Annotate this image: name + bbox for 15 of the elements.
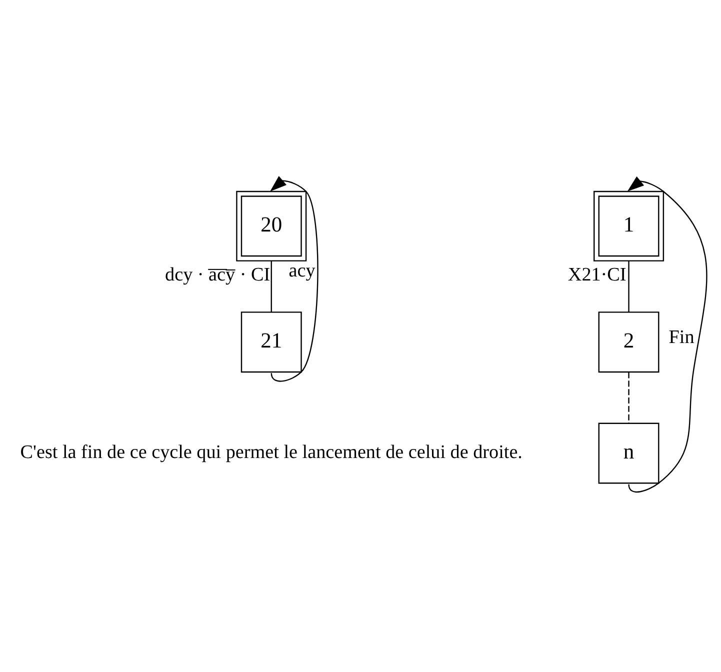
arrow [627, 176, 708, 492]
label: C'est la fin de ce cycle qui permet le lancement de celui de droite. [20, 441, 522, 462]
edge-label: X21·CI [568, 264, 626, 286]
edge-label: acy [288, 260, 316, 282]
edge-label: Fin [668, 326, 694, 348]
connector [270, 260, 272, 312]
node-box: 21 [240, 311, 302, 372]
connector [628, 372, 630, 423]
node-box: n [598, 422, 660, 484]
node-box: 20 [236, 190, 307, 261]
connector [628, 260, 630, 312]
arrow [270, 176, 318, 382]
node-box: 2 [598, 311, 660, 372]
node-box: 1 [594, 190, 664, 261]
edge-label: dcy · a̅c̅y̅ · CI [165, 264, 270, 286]
